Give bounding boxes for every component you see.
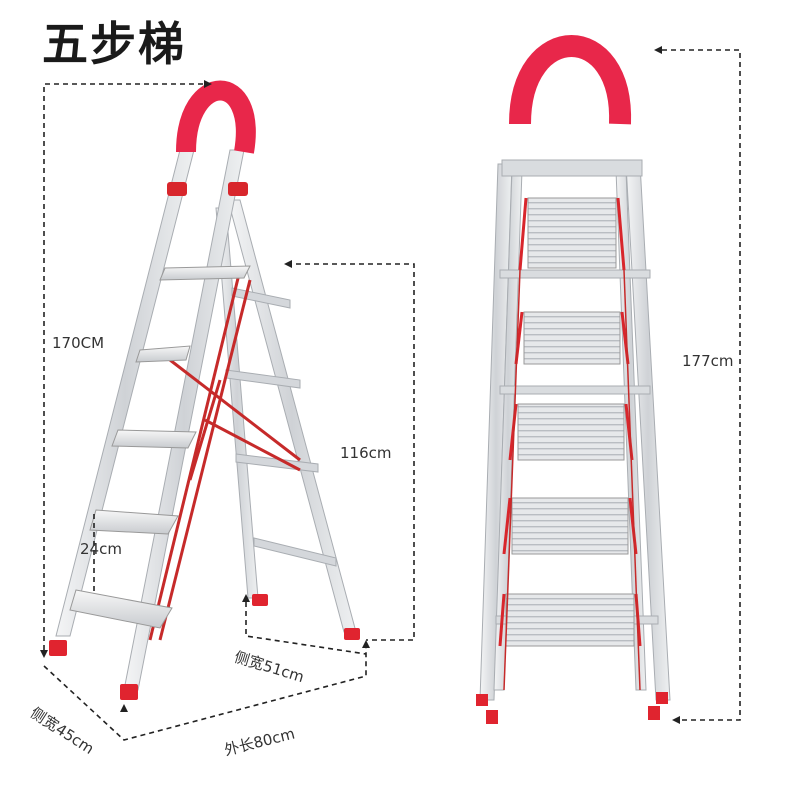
front-height-label: 177cm	[682, 352, 734, 370]
dimension-lines-right	[662, 49, 741, 721]
page-title: 五步梯	[42, 17, 186, 71]
dimension-lines-left	[43, 83, 415, 741]
overall-height-label: 170CM	[52, 334, 105, 352]
front-view-ladder	[476, 35, 671, 724]
step-spacing-label: 24cm	[80, 540, 122, 558]
side-view-ladder	[49, 80, 360, 700]
platform-height-label: 116cm	[340, 444, 392, 462]
